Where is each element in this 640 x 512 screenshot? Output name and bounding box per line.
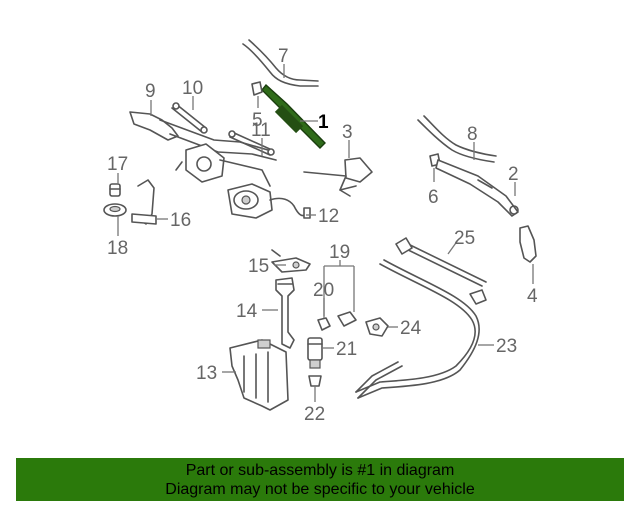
part-13-washer-reservoir[interactable] [229,339,289,411]
callout-11[interactable]: 11 [251,120,271,141]
callout-5[interactable]: 5 [252,110,263,131]
callout-7[interactable]: 7 [278,46,289,67]
callout-18[interactable]: 18 [107,238,128,259]
callout-20[interactable]: 20 [313,280,334,301]
banner-line-1: Part or sub-assembly is #1 in diagram [185,462,455,479]
callout-6[interactable]: 6 [428,187,439,208]
part-18-washer-cap[interactable] [103,203,127,217]
part-8-wiper-blade[interactable] [417,115,497,163]
callout-10[interactable]: 10 [182,78,203,99]
callout-labels: 1 2 3 4 5 6 7 8 9 10 11 12 13 14 15 16 1… [107,46,538,425]
part-2-wiper-arm[interactable] [435,159,519,217]
callout-17[interactable]: 17 [107,154,128,175]
part-17-grommet[interactable] [109,183,121,197]
part-10-link-rod[interactable] [171,102,208,134]
callout-14[interactable]: 14 [236,301,258,322]
part-15-washer-nozzle[interactable] [271,249,311,273]
callout-1[interactable]: 1 [318,112,329,133]
part-4-arm-cover[interactable] [519,225,537,263]
part-16-bracket[interactable] [131,179,157,225]
callout-24[interactable]: 24 [400,318,422,339]
callout-4[interactable]: 4 [527,286,538,307]
part-22-grommet[interactable] [308,375,322,387]
callout-3[interactable]: 3 [342,122,353,143]
callout-2[interactable]: 2 [508,164,519,185]
callout-23[interactable]: 23 [496,336,517,357]
callout-13[interactable]: 13 [196,363,217,384]
callout-8[interactable]: 8 [467,124,478,145]
part-19-connector[interactable] [337,311,357,327]
banner-line-2: Diagram may not be specific to your vehi… [165,481,475,498]
part-14-filler-neck[interactable] [275,277,295,349]
part-25-washer-hose[interactable] [395,237,487,305]
callout-22[interactable]: 22 [304,404,325,425]
callout-12[interactable]: 12 [318,206,339,227]
leader-lines [117,64,534,402]
callout-9[interactable]: 9 [145,81,156,102]
callout-19[interactable]: 19 [329,242,350,263]
part-24-check-valve[interactable] [365,317,389,337]
callout-21[interactable]: 21 [336,339,357,360]
callout-15[interactable]: 15 [248,256,269,277]
part-20-grommet[interactable] [317,317,331,331]
part-12-wiper-motor[interactable] [227,183,311,219]
part-7-wiper-blade[interactable] [242,39,319,87]
part-5-clip[interactable] [251,81,263,96]
part-23-washer-hose[interactable] [355,259,480,399]
callout-16[interactable]: 16 [170,210,191,231]
diagram-notice-banner: Part or sub-assembly is #1 in diagram Di… [16,458,624,501]
part-11-link-rod[interactable] [228,130,275,156]
callout-25[interactable]: 25 [454,228,475,249]
part-3-pivot-bracket[interactable] [303,157,373,197]
part-21-washer-pump[interactable] [307,337,323,369]
wiper-motor-crank[interactable] [175,143,271,187]
part-9-linkage-frame[interactable] [129,111,277,161]
part-1-wiper-arm[interactable] [261,83,326,149]
